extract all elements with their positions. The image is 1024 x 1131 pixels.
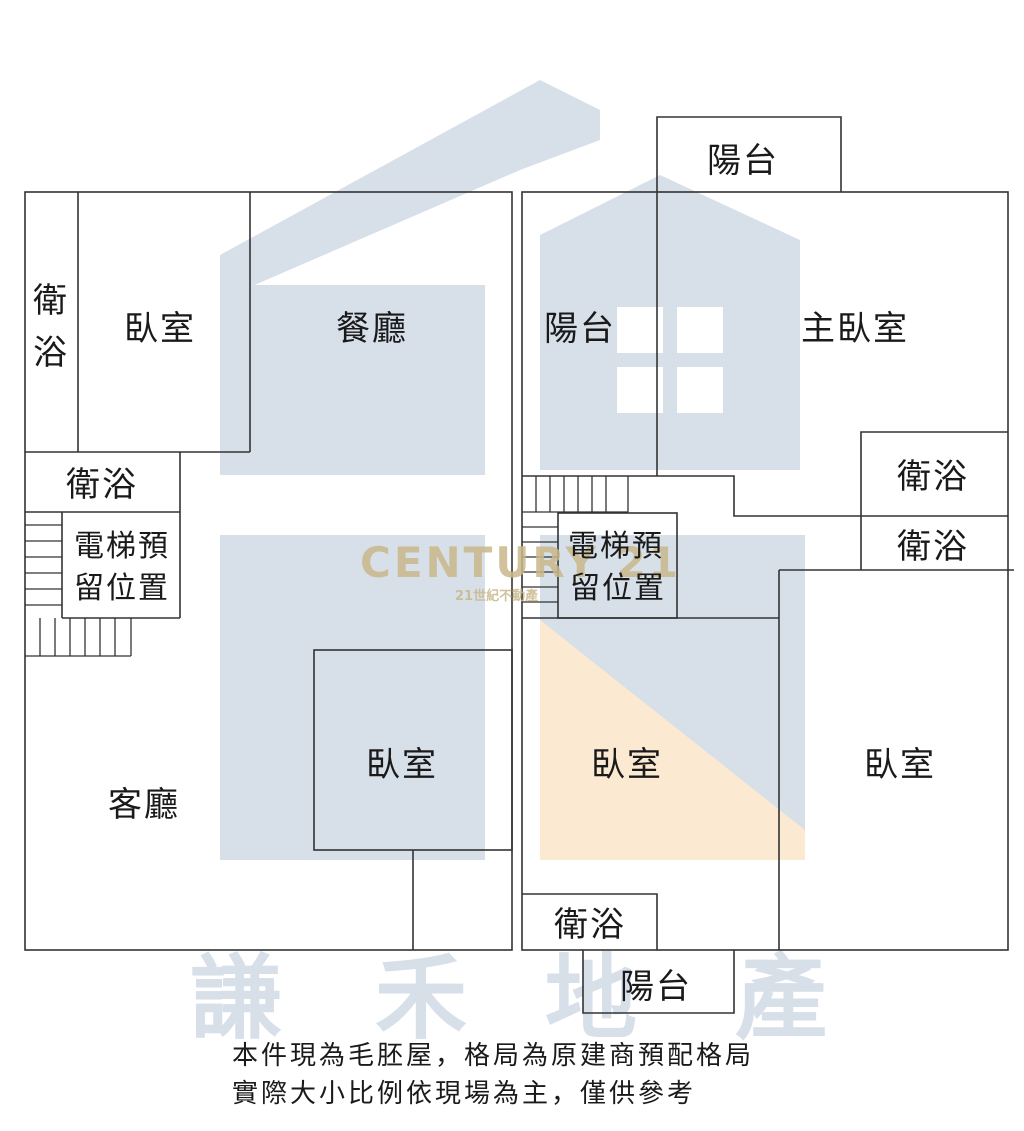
room-label-bath: 衛浴 xyxy=(554,905,626,945)
disclaimer-line: 本件現為毛胚屋，格局為原建商預配格局 xyxy=(232,1041,754,1071)
room-label-elevator: 留位置 xyxy=(74,571,170,606)
room-label-bedroom: 臥室 xyxy=(591,745,663,785)
room-label-bedroom: 臥室 xyxy=(124,309,196,349)
room-label-bath: 衛 xyxy=(33,281,69,321)
room-label-bedroom: 臥室 xyxy=(366,745,438,785)
century21-watermark: CENTURY 21 21世紀不動產 xyxy=(360,538,681,604)
brand-logo-text: CENTURY 21 xyxy=(360,538,681,587)
right-stairs xyxy=(522,476,629,603)
room-label-bedroom: 臥室 xyxy=(864,745,936,785)
room-label-balcony: 陽台 xyxy=(707,141,779,181)
room-label-elevator: 電梯預 xyxy=(568,529,664,564)
left-stairs xyxy=(25,524,132,657)
agency-char: 地 xyxy=(545,945,637,1052)
disclaimer-line: 實際大小比例依現場為主，僅供參考 xyxy=(232,1079,696,1109)
room-label-bath: 衛浴 xyxy=(66,465,138,505)
room-label-bath: 浴 xyxy=(33,333,69,373)
agency-char: 禾 xyxy=(375,945,467,1052)
room-label-master-bedroom: 主臥室 xyxy=(801,309,909,349)
agency-char: 產 xyxy=(735,945,827,1052)
room-label-elevator: 電梯預 xyxy=(74,529,170,564)
left-unit-walls xyxy=(24,191,513,951)
agency-watermark: 謙 禾 地 產 xyxy=(190,945,827,1052)
room-label-elevator: 留位置 xyxy=(570,571,666,606)
room-label-balcony: 陽台 xyxy=(544,309,616,349)
room-label-bath: 衛浴 xyxy=(897,457,969,497)
agency-char: 謙 xyxy=(190,945,282,1052)
watermark-logo xyxy=(220,80,805,860)
room-label-bath: 衛浴 xyxy=(897,527,969,567)
room-label-dining: 餐廳 xyxy=(336,309,408,349)
room-label-living: 客廳 xyxy=(108,785,180,825)
room-label-balcony: 陽台 xyxy=(620,967,692,1007)
brand-sub-text: 21世紀不動產 xyxy=(455,588,538,604)
